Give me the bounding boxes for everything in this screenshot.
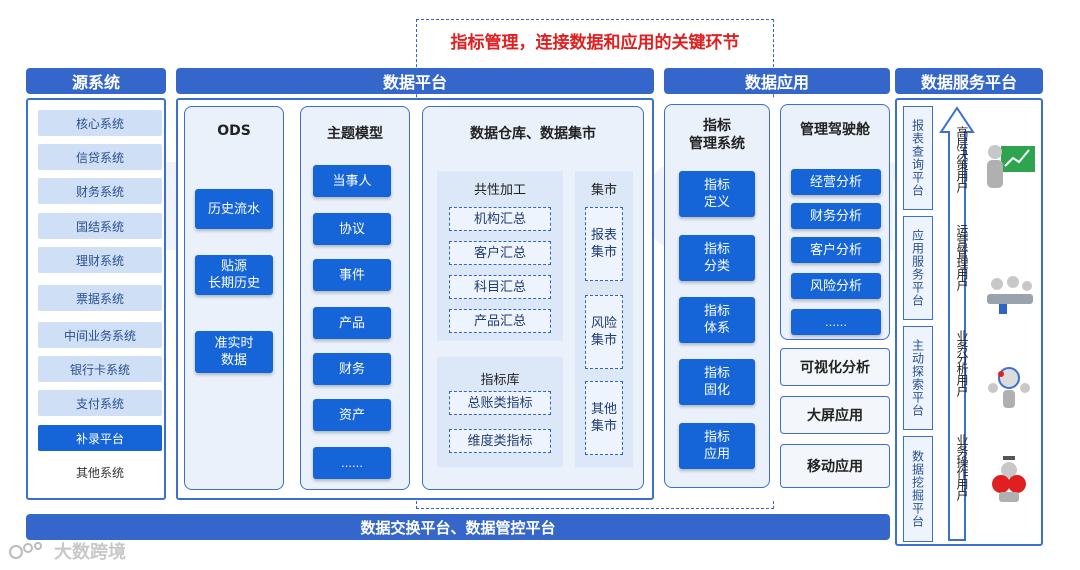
ods-title: ODS	[217, 123, 251, 139]
subject-model-title: 主题模型	[327, 126, 383, 142]
index-mgmt-panel: 指标 管理系统 指标 定义 指标 分类 指标 体系 指标 固化 指标 应用	[664, 104, 770, 488]
subject-item[interactable]: 当事人	[313, 165, 391, 197]
logo: 大数跨境	[8, 538, 126, 564]
user-group: 业务操作用户	[955, 434, 969, 500]
source-item-active[interactable]: 补录平台	[38, 425, 162, 451]
ods-item[interactable]: 准实时 数据	[195, 331, 273, 373]
index-library-item[interactable]: 维度类指标	[449, 429, 551, 453]
logo-icon	[9, 542, 42, 559]
service-platform[interactable]: 报表查询平台	[903, 106, 933, 210]
mart-item[interactable]: 报表 集市	[585, 207, 623, 281]
app-big-screen[interactable]: 大屏应用	[780, 396, 890, 434]
executive-user-icon	[987, 145, 1035, 188]
cockpit-item[interactable]: 经营分析	[791, 169, 881, 195]
index-mgmt-item[interactable]: 指标 应用	[679, 423, 755, 469]
subject-item[interactable]: ……	[313, 447, 391, 479]
data-service-panel: 报表查询平台 应用服务平台 主动探索平台 数据挖掘平台 高层决策用户 运营管理用…	[895, 98, 1043, 546]
user-group: 业务分析用户	[955, 330, 969, 396]
common-item[interactable]: 产品汇总	[449, 309, 551, 333]
bottom-bar: 数据交换平台、数据管控平台	[26, 514, 890, 540]
cockpit-item[interactable]: 风险分析	[791, 273, 881, 299]
data-application-panel: 指标 管理系统 指标 定义 指标 分类 指标 体系 指标 固化 指标 应用 管理…	[664, 98, 890, 500]
source-item[interactable]: 支付系统	[38, 390, 162, 416]
subject-item[interactable]: 协议	[313, 213, 391, 245]
index-mgmt-item[interactable]: 指标 体系	[679, 297, 755, 343]
subject-item[interactable]: 财务	[313, 353, 391, 385]
cockpit-item[interactable]: 客户分析	[791, 237, 881, 263]
index-mgmt-item[interactable]: 指标 定义	[679, 171, 755, 217]
cockpit-item[interactable]: 财务分析	[791, 203, 881, 229]
service-platform[interactable]: 主动探索平台	[903, 326, 933, 430]
header-service: 数据服务平台	[895, 68, 1043, 94]
header-application: 数据应用	[664, 68, 890, 94]
app-mobile[interactable]: 移动应用	[780, 444, 890, 488]
header-source: 源系统	[26, 68, 166, 94]
source-item[interactable]: 财务系统	[38, 178, 162, 204]
logo-text: 大数跨境	[54, 542, 126, 563]
source-item[interactable]: 其他系统	[75, 465, 124, 480]
index-mgmt-title: 指标 管理系统	[689, 118, 745, 152]
common-processing-title: 共性加工	[473, 183, 526, 198]
subject-item[interactable]: 事件	[313, 259, 391, 291]
user-group: 运营管理用户	[955, 224, 969, 290]
common-item[interactable]: 机构汇总	[449, 207, 551, 231]
operator-user-icon	[992, 456, 1026, 502]
source-item[interactable]: 中间业务系统	[38, 322, 162, 348]
source-item[interactable]: 信贷系统	[38, 144, 162, 170]
mart-item[interactable]: 风险 集市	[585, 295, 623, 369]
user-group: 高层决策用户	[955, 126, 969, 192]
source-item[interactable]: 理财系统	[38, 247, 162, 273]
analyst-user-icon	[988, 367, 1030, 408]
warehouse-title: 数据仓库、数据集市	[470, 126, 596, 142]
cockpit-title: 管理驾驶舱	[800, 122, 870, 138]
index-library-item[interactable]: 总账类指标	[449, 391, 551, 415]
source-item[interactable]: 银行卡系统	[38, 356, 162, 382]
top-title: 指标管理，连接数据和应用的关键环节	[450, 33, 740, 53]
subject-item[interactable]: 产品	[313, 307, 391, 339]
header-platform: 数据平台	[176, 68, 654, 94]
service-platform[interactable]: 应用服务平台	[903, 216, 933, 320]
source-systems-panel: 核心系统 信贷系统 财务系统 国结系统 理财系统 票据系统 中间业务系统 银行卡…	[26, 98, 166, 500]
service-platform[interactable]: 数据挖掘平台	[903, 436, 933, 542]
mart-title: 集市	[590, 183, 617, 198]
warehouse-panel: 数据仓库、数据集市 共性加工 机构汇总 客户汇总 科目汇总 产品汇总 指标库 总…	[422, 106, 644, 490]
ods-panel: ODS 历史流水 贴源 长期历史 准实时 数据	[184, 106, 284, 490]
ods-item[interactable]: 贴源 长期历史	[195, 255, 273, 295]
source-item[interactable]: 核心系统	[38, 110, 162, 136]
up-arrow-icon	[939, 106, 975, 541]
subject-model-panel: 主题模型 当事人 协议 事件 产品 财务 资产 ……	[300, 106, 410, 490]
common-item[interactable]: 客户汇总	[449, 241, 551, 265]
app-visual-analysis[interactable]: 可视化分析	[780, 348, 890, 386]
mart-item[interactable]: 其他 集市	[585, 381, 623, 455]
source-item[interactable]: 国结系统	[38, 213, 162, 239]
cockpit-panel: 管理驾驶舱 经营分析 财务分析 客户分析 风险分析 ……	[780, 104, 890, 340]
index-mgmt-item[interactable]: 指标 分类	[679, 235, 755, 281]
index-library-title: 指标库	[480, 373, 520, 388]
subject-item[interactable]: 资产	[313, 399, 391, 431]
source-item[interactable]: 票据系统	[38, 285, 162, 311]
cockpit-item[interactable]: ……	[791, 309, 881, 335]
ods-item[interactable]: 历史流水	[195, 189, 273, 229]
operations-user-icon	[987, 276, 1033, 314]
common-item[interactable]: 科目汇总	[449, 275, 551, 299]
data-platform-panel: ODS 历史流水 贴源 长期历史 准实时 数据 主题模型 当事人 协议 事件 产…	[176, 98, 654, 500]
index-mgmt-item[interactable]: 指标 固化	[679, 359, 755, 405]
